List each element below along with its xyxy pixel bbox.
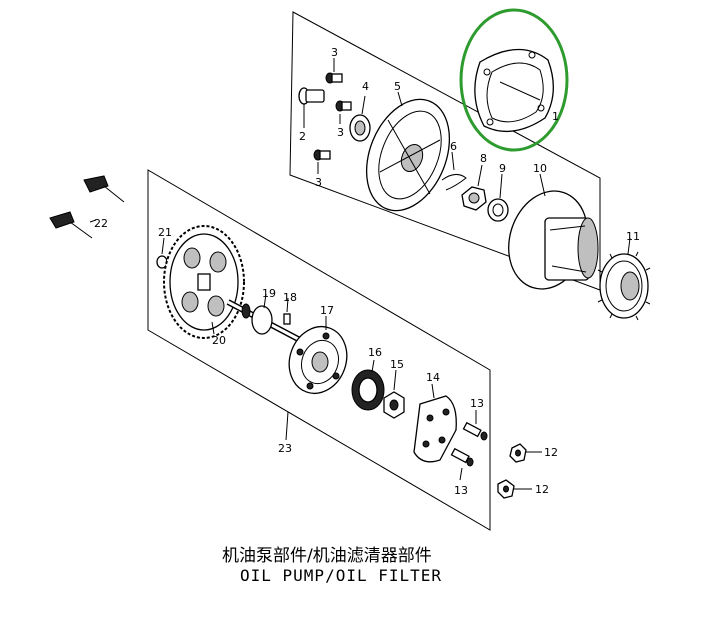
- screw-part-3b[interactable]: [335, 100, 352, 112]
- screw-part-3a[interactable]: [325, 72, 343, 84]
- part-label-2: 2: [299, 130, 306, 143]
- bolt-part-22a[interactable]: [83, 175, 125, 203]
- part-label-3b: 3: [337, 126, 344, 139]
- part-label-9: 9: [499, 162, 506, 175]
- bolt-part-2[interactable]: [298, 87, 325, 105]
- part-label-23: 23: [278, 442, 292, 455]
- clip-part-6[interactable]: [441, 174, 467, 191]
- shaft-part-19[interactable]: [226, 299, 302, 343]
- part-label-10: 10: [533, 162, 547, 175]
- pin-part-18[interactable]: [283, 313, 291, 325]
- diagram-title-chinese: 机油泵部件/机油滤清器部件: [222, 546, 432, 566]
- part-label-1: 1: [552, 110, 559, 123]
- part-label-16: 16: [368, 346, 382, 359]
- part-label-18: 18: [283, 291, 297, 304]
- pump-cover-part-5[interactable]: [351, 87, 465, 223]
- screw-part-13a[interactable]: [462, 421, 488, 441]
- part-label-15: 15: [390, 358, 404, 371]
- part-label-17: 17: [320, 304, 334, 317]
- part-label-14: 14: [426, 371, 440, 384]
- lower-assembly-frame: [147, 169, 491, 531]
- part-label-8: 8: [480, 152, 487, 165]
- nut-part-12b[interactable]: [497, 479, 515, 499]
- inner-rotor-part-15[interactable]: [383, 391, 405, 419]
- part-label-12b: 12: [535, 483, 549, 496]
- part-label-19: 19: [262, 287, 276, 300]
- part-label-20: 20: [212, 334, 226, 347]
- screw-part-13b[interactable]: [450, 447, 474, 467]
- screw-part-3c[interactable]: [313, 149, 331, 161]
- outer-rotor-part-16[interactable]: [351, 369, 385, 411]
- bolt-part-22b[interactable]: [49, 211, 93, 239]
- part-label-13b: 13: [454, 484, 468, 497]
- part-label-3c: 3: [315, 176, 322, 189]
- nut-part-8[interactable]: [461, 186, 487, 211]
- gasket-part[interactable]: [474, 48, 554, 132]
- part-label-6: 6: [450, 140, 457, 153]
- pump-body-part-17[interactable]: [280, 318, 356, 401]
- cover-plate-part-14[interactable]: [413, 395, 457, 463]
- diagram-title-english: OIL PUMP/OIL FILTER: [240, 566, 443, 585]
- highlight-circle: [459, 8, 569, 152]
- part-label-5: 5: [394, 80, 401, 93]
- part-label-11: 11: [626, 230, 640, 243]
- part-label-21: 21: [158, 226, 172, 239]
- part-label-4: 4: [362, 80, 369, 93]
- washer-part-9[interactable]: [487, 198, 509, 222]
- part-label-12a: 12: [544, 446, 558, 459]
- housing-part-10[interactable]: [496, 181, 599, 300]
- part-label-13a: 13: [470, 397, 484, 410]
- gear-part-11[interactable]: [597, 251, 651, 321]
- part-label-3a: 3: [331, 46, 338, 59]
- relief-valve-part-4[interactable]: [349, 114, 371, 142]
- part-label-22: 22: [94, 217, 108, 230]
- sprocket-part-20[interactable]: [163, 225, 245, 339]
- nut-part-12a[interactable]: [509, 443, 527, 463]
